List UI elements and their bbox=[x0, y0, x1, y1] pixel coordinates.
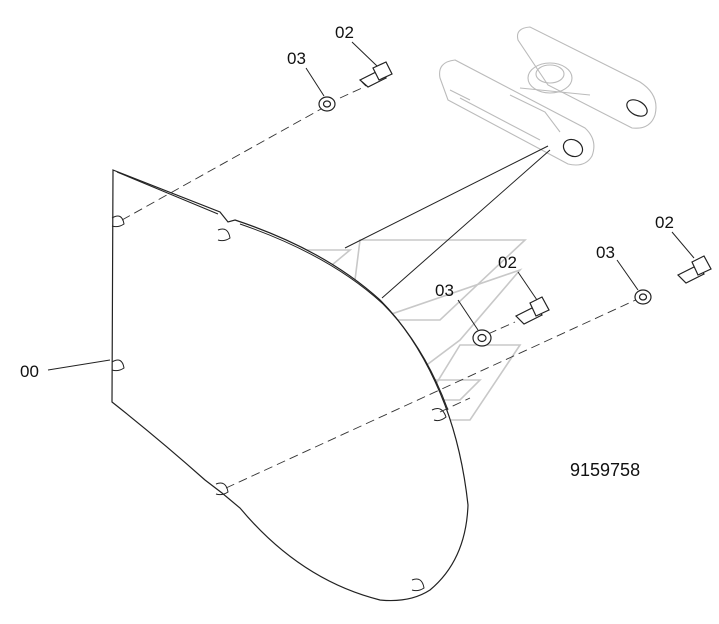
assembly-line bbox=[439, 397, 471, 413]
bolt-icon bbox=[514, 296, 550, 325]
guide-line bbox=[344, 145, 549, 249]
drawing-number: 9159758 bbox=[570, 460, 640, 480]
callout-02: 02 bbox=[335, 23, 354, 42]
callout-03: 03 bbox=[435, 281, 454, 300]
washer-icon bbox=[634, 289, 652, 305]
leader-line bbox=[351, 41, 378, 67]
cover-plate bbox=[111, 169, 469, 602]
leader-line bbox=[47, 359, 111, 371]
leader-line bbox=[671, 231, 695, 259]
bolt-icon bbox=[358, 61, 393, 88]
assembly-line bbox=[487, 321, 516, 335]
plate-slot bbox=[217, 228, 231, 242]
leader-line bbox=[517, 271, 538, 301]
callout-02: 02 bbox=[655, 213, 674, 232]
bracket-assembly bbox=[439, 26, 657, 166]
plate-slot bbox=[111, 359, 125, 372]
assembly-line bbox=[121, 103, 331, 221]
washer-icon bbox=[318, 96, 336, 112]
guide-line bbox=[381, 149, 551, 299]
leader-line bbox=[616, 259, 639, 291]
assembly-line bbox=[225, 297, 641, 489]
leader-line bbox=[305, 67, 325, 97]
plate-slot bbox=[111, 215, 125, 228]
plate-slot bbox=[431, 408, 447, 422]
assembly-line bbox=[339, 87, 363, 99]
leader-line bbox=[457, 299, 479, 331]
callout-00: 00 bbox=[20, 362, 39, 381]
plate-slot bbox=[215, 482, 229, 496]
plate-slot bbox=[411, 578, 425, 592]
callout-03: 03 bbox=[287, 49, 306, 68]
cover-plate-inner-edge bbox=[116, 171, 449, 411]
washer-icon bbox=[472, 329, 492, 347]
callout-03: 03 bbox=[596, 243, 615, 262]
bolt-icon bbox=[676, 255, 712, 284]
callout-02: 02 bbox=[498, 253, 517, 272]
